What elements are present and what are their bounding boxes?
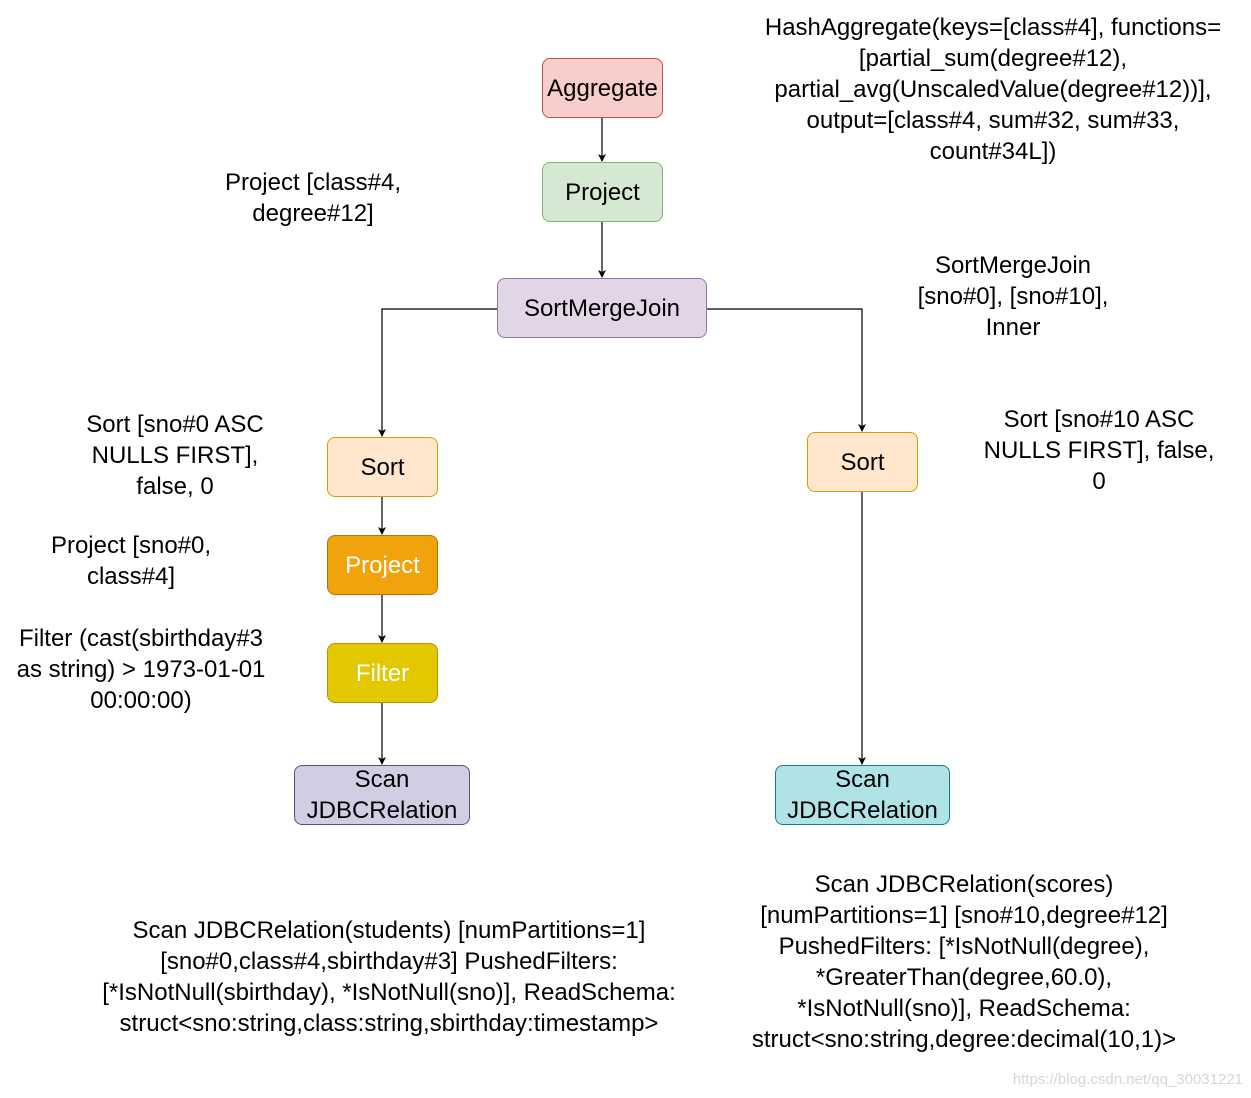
note-line: *IsNotNull(sno)], ReadSchema: <box>797 995 1131 1022</box>
note-line: [*IsNotNull(sbirthday), *IsNotNull(sno)]… <box>102 979 676 1006</box>
note-line: class#4] <box>86 563 176 590</box>
node-filter-left-label: Filter <box>355 659 410 687</box>
edge-sortmergejoin-sort-left <box>378 308 497 437</box>
note-line: count#34L]) <box>929 138 1057 165</box>
node-scan-right-label-line: Scan <box>835 766 890 793</box>
node-filter-left[interactable]: Filter <box>327 643 438 703</box>
note-line: struct<sno:string,degree:decimal(10,1)> <box>751 1026 1177 1053</box>
note-line: false, 0 <box>136 473 214 500</box>
note-line: Project [class#4, <box>224 169 402 196</box>
note-line: output=[class#4, sum#32, sum#33, <box>806 107 1180 134</box>
note-project-top: Project [class#4, degree#12] <box>225 167 401 229</box>
note-scan-right: Scan JDBCRelation(scores) [numPartitions… <box>752 869 1176 1055</box>
note-line: [sno#0], [sno#10], <box>917 283 1109 310</box>
node-sort-right-label: Sort <box>840 448 885 476</box>
node-project-left-label: Project <box>345 551 420 579</box>
node-scan-left-label-line: JDBCRelation <box>306 797 458 824</box>
node-scan-right-label-line: JDBCRelation <box>787 797 938 824</box>
note-line: Scan JDBCRelation(students) [numPartitio… <box>132 917 646 944</box>
node-scan-left-label-line: Scan <box>354 766 410 793</box>
note-project-left: Project [sno#0, class#4] <box>51 530 211 592</box>
note-sort-right: Sort [sno#10 ASC NULLS FIRST], false, 0 <box>984 404 1215 497</box>
edge-sortmergejoin-sort-right <box>707 308 866 432</box>
note-line: Inner <box>985 314 1041 341</box>
node-project-top[interactable]: Project <box>542 162 663 222</box>
note-line: Project [sno#0, <box>50 532 212 559</box>
note-line: NULLS FIRST], false, <box>983 437 1215 464</box>
note-line: struct<sno:string,class:string,sbirthday… <box>119 1010 659 1037</box>
note-hash-aggregate: HashAggregate(keys=[class#4], functions=… <box>765 12 1221 167</box>
note-line: *GreaterThan(degree,60.0), <box>815 964 1113 991</box>
node-scan-left[interactable]: Scan JDBCRelation <box>294 765 470 825</box>
note-sort-left: Sort [sno#0 ASC NULLS FIRST], false, 0 <box>86 409 263 502</box>
node-sort-left[interactable]: Sort <box>327 437 438 497</box>
note-line: PushedFilters: [*IsNotNull(degree), <box>778 933 1150 960</box>
note-line: [sno#0,class#4,sbirthday#3] PushedFilter… <box>160 948 618 975</box>
note-scan-left: Scan JDBCRelation(students) [numPartitio… <box>102 915 676 1039</box>
node-sort-left-label: Sort <box>360 453 405 481</box>
note-line: [numPartitions=1] [sno#10,degree#12] <box>760 902 1168 929</box>
note-line: Scan JDBCRelation(scores) <box>814 871 1114 898</box>
note-line: [partial_sum(degree#12), <box>858 45 1128 72</box>
node-aggregate-label: Aggregate <box>547 74 658 102</box>
note-line: 0 <box>1092 468 1106 495</box>
node-project-top-label: Project <box>565 178 640 206</box>
node-sort-merge-join-label: SortMergeJoin <box>523 294 681 322</box>
node-project-left[interactable]: Project <box>327 535 438 595</box>
note-line: Sort [sno#0 ASC <box>86 411 264 438</box>
note-line: NULLS FIRST], <box>91 442 259 469</box>
note-line: HashAggregate(keys=[class#4], functions= <box>764 14 1222 41</box>
note-line: degree#12] <box>252 200 374 227</box>
node-scan-right[interactable]: Scan JDBCRelation <box>775 765 950 825</box>
note-filter-left: Filter (cast(sbirthday#3 as string) > 19… <box>17 623 266 716</box>
note-sort-merge-join: SortMergeJoin [sno#0], [sno#10], Inner <box>918 250 1109 343</box>
node-aggregate[interactable]: Aggregate <box>542 58 663 118</box>
note-line: as string) > 1973-01-01 <box>16 656 266 683</box>
note-line: Filter (cast(sbirthday#3 <box>18 625 264 652</box>
node-sort-right[interactable]: Sort <box>807 432 918 492</box>
note-line: 00:00:00) <box>90 687 192 714</box>
node-sort-merge-join[interactable]: SortMergeJoin <box>497 278 707 338</box>
note-line: partial_avg(UnscaledValue(degree#12))], <box>774 76 1212 103</box>
watermark: https://blog.csdn.net/qq_30031221 <box>1012 1071 1243 1088</box>
note-line: Sort [sno#10 ASC <box>1003 406 1195 433</box>
note-line: SortMergeJoin <box>934 252 1092 279</box>
